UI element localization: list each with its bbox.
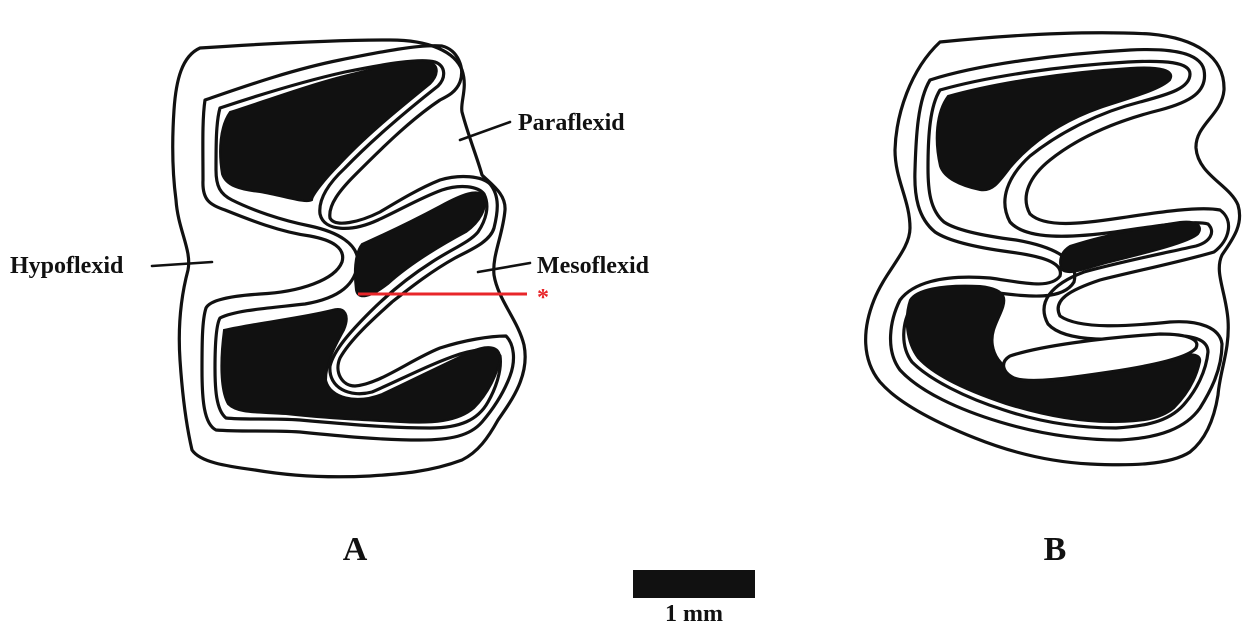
- panel-a-dentine-upper-lobe: [220, 61, 437, 201]
- paraflexid-label: Paraflexid: [518, 110, 625, 136]
- panel-a-dentine-lower-lobe: [221, 309, 500, 423]
- panel-a-letter: A: [343, 531, 368, 568]
- measurement-marker: *: [537, 285, 549, 311]
- hypoflexid-label: Hypoflexid: [10, 253, 124, 279]
- panel-b-letter: B: [1044, 531, 1067, 568]
- panel-a-dentine: [220, 61, 500, 423]
- scale-bar: [633, 570, 755, 598]
- mesoflexid-label: Mesoflexid: [537, 253, 650, 279]
- mesoflexid-leader: [478, 263, 530, 272]
- panel-b-dentine-upper-lobe: [937, 68, 1172, 191]
- hypoflexid-leader: [152, 262, 212, 266]
- scale-bar-label: 1 mm: [665, 601, 723, 626]
